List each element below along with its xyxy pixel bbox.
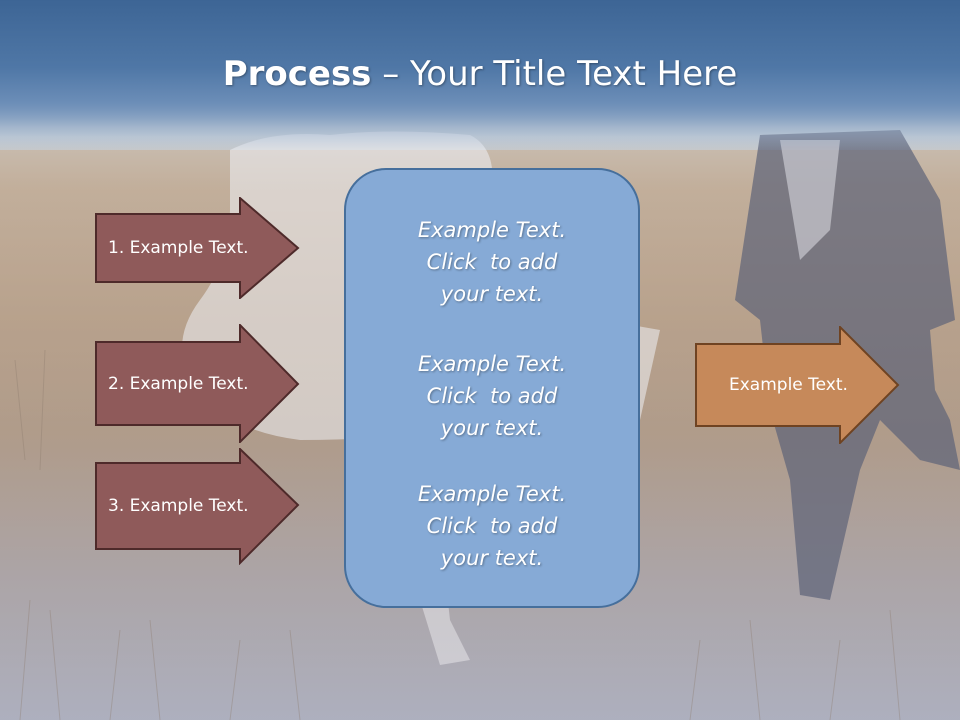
arrow-shape bbox=[695, 326, 900, 444]
title-rest: – Your Title Text Here bbox=[371, 54, 738, 94]
right-arrow[interactable]: Example Text. bbox=[695, 326, 900, 444]
text-line: Example Text. bbox=[417, 218, 567, 242]
arrow-shape bbox=[95, 324, 300, 443]
text-line: Click to add bbox=[426, 250, 558, 274]
text-line: Click to add bbox=[426, 384, 558, 408]
title-band bbox=[0, 0, 960, 150]
text-line: your text. bbox=[440, 282, 544, 306]
left-arrow-1[interactable]: 1. Example Text. bbox=[95, 197, 300, 299]
arrow-shape bbox=[95, 448, 300, 565]
left-arrow-1-label: 1. Example Text. bbox=[108, 238, 249, 258]
center-text-box[interactable]: Example Text. Click to add your text. Ex… bbox=[344, 168, 640, 608]
text-line: your text. bbox=[440, 546, 544, 570]
text-line: Example Text. bbox=[417, 482, 567, 506]
text-block-2[interactable]: Example Text. Click to add your text. bbox=[346, 348, 638, 444]
text-block-1[interactable]: Example Text. Click to add your text. bbox=[346, 214, 638, 310]
left-arrow-3-label: 3. Example Text. bbox=[108, 495, 249, 516]
slide-title[interactable]: Process – Your Title Text Here bbox=[0, 52, 960, 96]
text-line: your text. bbox=[440, 416, 544, 440]
left-arrow-2-label: 2. Example Text. bbox=[108, 373, 249, 394]
text-line: Example Text. bbox=[417, 352, 567, 376]
right-arrow-label: Example Text. bbox=[729, 375, 848, 395]
left-arrow-3[interactable]: 3. Example Text. bbox=[95, 448, 300, 565]
arrow-shape bbox=[95, 197, 300, 299]
left-arrow-2[interactable]: 2. Example Text. bbox=[95, 324, 300, 443]
title-bold: Process bbox=[222, 54, 372, 94]
text-block-3[interactable]: Example Text. Click to add your text. bbox=[346, 478, 638, 574]
text-line: Click to add bbox=[426, 514, 558, 538]
